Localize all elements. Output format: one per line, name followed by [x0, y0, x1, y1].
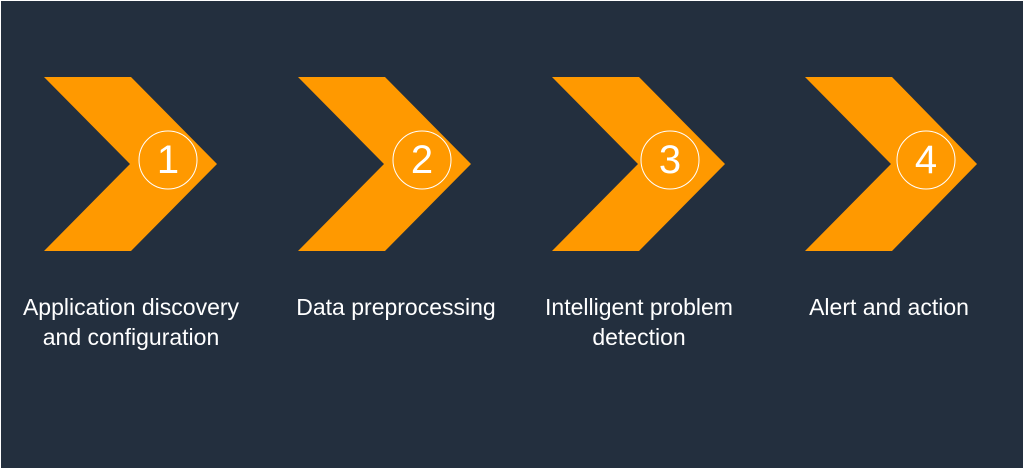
chevron-shape-2 — [298, 77, 471, 251]
chevron-arrow-3: 3 — [552, 77, 792, 251]
chevron-arrow-1: 1 — [44, 77, 284, 251]
chevron-shape-4 — [805, 77, 977, 251]
process-step-3: 3 Intelligent problem detection — [545, 1, 792, 468]
step-label-2: Data preprocessing — [296, 294, 496, 320]
process-step-4: 4 Alert and action — [805, 1, 1023, 468]
process-step-2: 2 Data preprocessing — [296, 1, 538, 468]
step-label-3: Intelligent problem detection — [545, 294, 733, 350]
chevron-shape-1 — [44, 77, 217, 251]
chevron-arrow-2: 2 — [298, 77, 538, 251]
step-label-1: Application discovery and configuration — [22, 294, 240, 350]
chevron-shape-3 — [552, 77, 725, 251]
step-label-4: Alert and action — [809, 294, 969, 320]
process-step-1: 1 Application discovery and configuratio… — [23, 1, 284, 468]
chevron-arrow-4: 4 — [805, 77, 1023, 251]
